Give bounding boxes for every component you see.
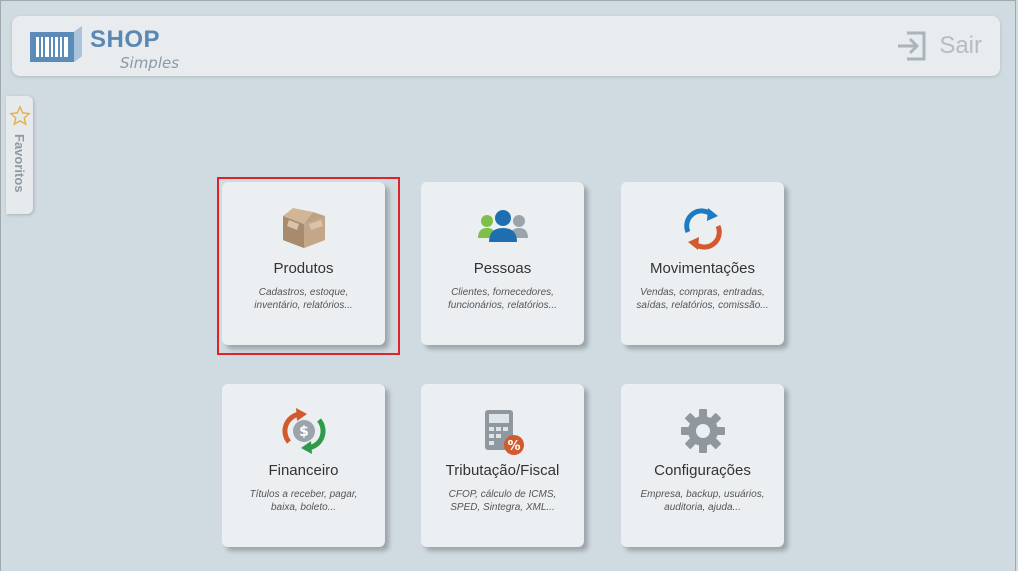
tile-description: Títulos a receber, pagar, baixa, boleto.… (249, 489, 358, 513)
tile-tributacao-fiscal[interactable]: % Tributação/Fiscal CFOP, cálculo de ICM… (421, 384, 584, 547)
exit-icon (898, 31, 926, 61)
exit-button[interactable]: Sair (895, 28, 982, 64)
tile-title: Movimentações (649, 260, 756, 277)
tile-description: Clientes, fornecedores, funcionários, re… (448, 287, 557, 311)
tile-produtos[interactable]: Produtos Cadastros, estoque, inventário,… (222, 182, 385, 345)
tile-title: Configurações (654, 462, 751, 479)
tile-title: Produtos (273, 260, 334, 277)
sync-arrows-icon (683, 208, 722, 250)
tile-title: Financeiro (268, 462, 339, 479)
tile-title: Tributação/Fiscal (445, 462, 560, 479)
tile-description: CFOP, cálculo de ICMS, SPED, Sintegra, X… (448, 489, 557, 513)
favorites-label: Favoritos (12, 134, 27, 193)
svg-text:%: % (507, 439, 520, 454)
tile-description: Empresa, backup, usuários, auditoria, aj… (640, 489, 765, 513)
tile-title: Pessoas (473, 260, 532, 277)
shop-simples-logo: SHOP Simples (30, 26, 190, 72)
tile-description: Vendas, compras, entradas, saídas, relat… (636, 287, 769, 311)
calculator-percent-icon: % (484, 410, 524, 455)
star-icon (9, 105, 31, 126)
logo-shop-text: SHOP (90, 26, 161, 53)
tile-financeiro[interactable]: $ Financeiro Títulos a receber, pagar, b… (222, 384, 385, 547)
top-bar: SHOP Simples Sair (12, 16, 1000, 76)
barcode-box-icon (30, 26, 82, 62)
favorites-tab[interactable]: Favoritos (6, 96, 33, 214)
tile-configuracoes[interactable]: Configurações Empresa, backup, usuários,… (621, 384, 784, 547)
box-icon (282, 208, 325, 248)
gear-icon (680, 409, 725, 453)
money-cycle-icon: $ (282, 408, 325, 454)
tile-movimentacoes[interactable]: Movimentações Vendas, compras, entradas,… (621, 182, 784, 345)
logo-simples-text: Simples (120, 54, 180, 72)
people-icon (477, 210, 528, 242)
exit-label: Sair (939, 32, 982, 59)
tile-description: Cadastros, estoque, inventário, relatóri… (254, 287, 353, 311)
tile-pessoas[interactable]: Pessoas Clientes, fornecedores, funcioná… (421, 182, 584, 345)
svg-text:$: $ (299, 424, 309, 440)
